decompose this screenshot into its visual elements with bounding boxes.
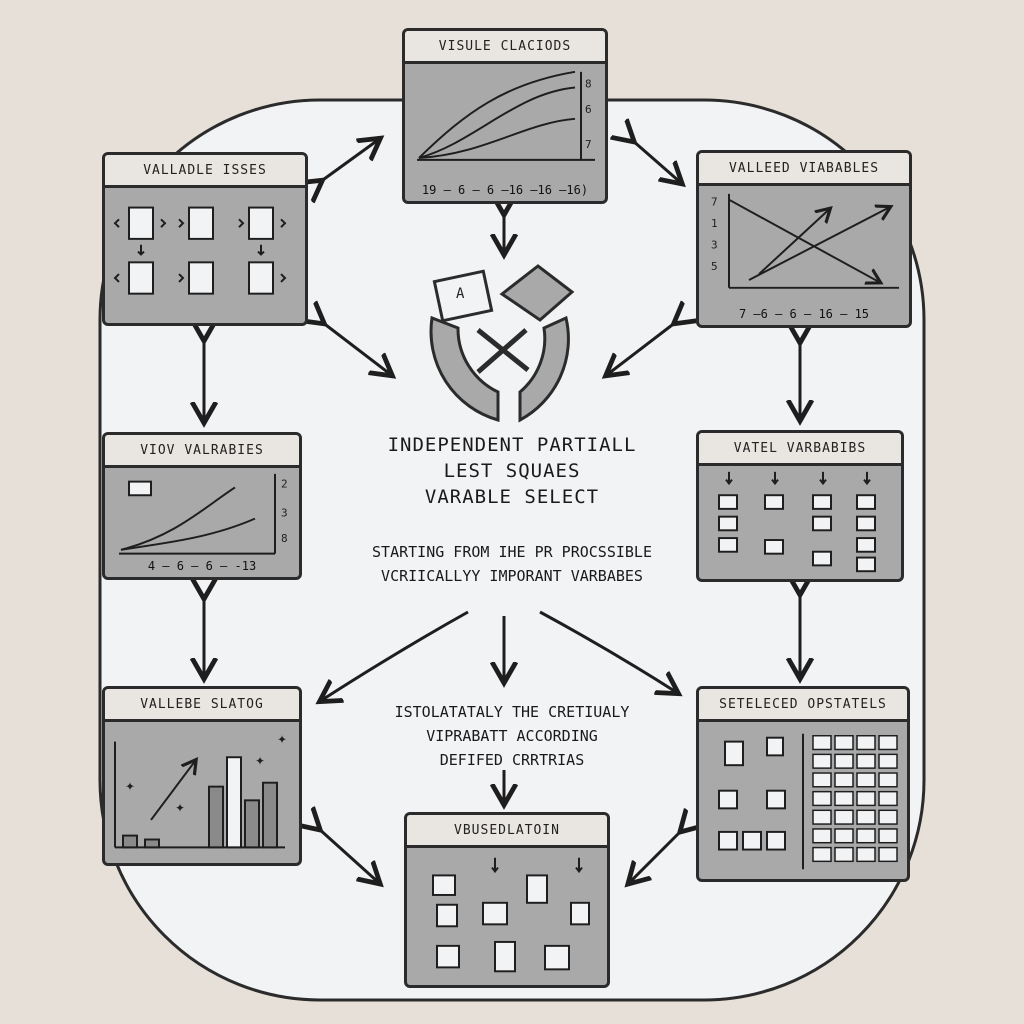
center-cycle-icon xyxy=(429,264,575,423)
table-cell xyxy=(812,790,832,807)
panel-mid-right-grid xyxy=(718,471,876,573)
isolate-text: ISTOLATATALY THE CRETIUALY VIPRABATT ACC… xyxy=(300,700,724,772)
table-cell xyxy=(834,772,854,788)
panel-bottom-cubes xyxy=(432,857,590,973)
table-cell xyxy=(812,772,832,788)
table-cell xyxy=(878,753,898,769)
center-card xyxy=(432,269,494,323)
table-cell xyxy=(856,753,876,769)
isolate-line: ISTOLATATALY THE CRETIUALY xyxy=(394,703,630,721)
panel-mid-left-ticks: 4 — 6 — 6 — -13 xyxy=(147,559,257,573)
table-cell xyxy=(812,735,832,751)
panel-mid-right-title: VATEL VARBABIBS xyxy=(699,433,901,466)
panel-upper-left-title: VALLADLE ISSES xyxy=(105,155,305,188)
table-cell xyxy=(856,735,876,751)
table-cell xyxy=(878,735,898,751)
svg-text:8: 8 xyxy=(585,78,592,91)
panel-upper-left-grid xyxy=(113,206,287,295)
main-title-line: LEST SQUAES xyxy=(443,460,581,482)
panel-top-ticks: 19 — 6 — 6 —16 —16 —16) xyxy=(421,183,589,197)
table-cell xyxy=(812,828,832,844)
table-cell xyxy=(878,828,898,844)
table-cell xyxy=(878,846,898,863)
subtitle-line: STARTING FROM IHE PR PROCSSIBLE xyxy=(372,543,652,561)
svg-text:✦: ✦ xyxy=(175,801,185,815)
table-cell xyxy=(834,753,854,769)
isolate-line: VIPRABATT ACCORDING xyxy=(426,727,598,745)
table-cell xyxy=(834,735,854,751)
table-cell xyxy=(834,790,854,807)
svg-text:3: 3 xyxy=(281,507,288,520)
svg-text:8: 8 xyxy=(281,532,288,545)
table-cell xyxy=(856,828,876,844)
center-card-letter: A xyxy=(456,286,465,302)
main-title-line: INDEPENDENT PARTIALL xyxy=(387,434,637,456)
panel-lower-left-title: VALLEBE SLATOG xyxy=(105,689,299,722)
table-cell xyxy=(834,846,854,863)
panel-lower-right-grid xyxy=(718,733,898,870)
svg-text:5: 5 xyxy=(711,260,718,273)
svg-text:✦: ✦ xyxy=(255,754,265,768)
panel-top-chart: 8 6 7 xyxy=(417,70,595,161)
panel-lower-left-chart: ✦ ✦ ✦ ✦ xyxy=(114,733,287,849)
svg-text:✦: ✦ xyxy=(277,733,287,747)
arrow-top-right xyxy=(632,140,680,182)
table-cell xyxy=(878,790,898,807)
cycle-arrows xyxy=(204,140,800,882)
subtitle-line: VCRIICALLYY IMPORANT VARBABES xyxy=(381,567,643,585)
panel-mid-left: VIOV VALRABIES 2 3 8 4 — 6 — 6 — -13 xyxy=(102,432,302,580)
svg-text:3: 3 xyxy=(711,239,718,252)
panel-lower-left: VALLEBE SLATOG ✦ ✦ ✦ ✦ xyxy=(102,686,302,866)
panel-bottom: VBUSEDLATOIN xyxy=(404,812,610,988)
panel-mid-left-chart: 2 3 8 xyxy=(119,473,288,555)
isolate-line: DEFIFED CRRTRIAS xyxy=(439,751,585,769)
main-title: INDEPENDENT PARTIALL LEST SQUAES VARABLE… xyxy=(300,432,724,510)
svg-text:1: 1 xyxy=(711,217,718,230)
arrow-center-right xyxy=(608,322,676,374)
table-cell xyxy=(856,809,876,825)
panel-lower-right-table xyxy=(812,735,898,863)
svg-text:6: 6 xyxy=(585,103,592,116)
panel-upper-right-title: VALLEED VIABABLES xyxy=(699,153,909,186)
arrow-bottom-left xyxy=(318,828,378,882)
panel-top: VISULE CLACIODS 8 6 7 19 — 6 — 6 —16 —16 —… xyxy=(402,28,608,204)
arrow-center-left xyxy=(322,322,390,374)
svg-text:✦: ✦ xyxy=(125,780,135,794)
arrow-top-left xyxy=(320,140,378,182)
panel-upper-right-ticks: 7 —6 — 6 — 16 — 15 xyxy=(738,307,870,321)
table-cell xyxy=(856,846,876,863)
table-cell xyxy=(812,846,832,863)
svg-text:2: 2 xyxy=(281,478,288,491)
table-cell xyxy=(812,809,832,825)
panel-mid-right: VATEL VARBABIBS xyxy=(696,430,904,582)
table-cell xyxy=(834,809,854,825)
svg-text:7: 7 xyxy=(585,138,592,151)
table-cell xyxy=(812,753,832,769)
table-cell xyxy=(878,809,898,825)
panel-lower-right-title: SETELECED OPSTATELS xyxy=(699,689,907,722)
panel-top-title: VISULE CLACIODS xyxy=(405,31,605,64)
table-cell xyxy=(834,828,854,844)
panel-mid-left-title: VIOV VALRABIES xyxy=(105,435,299,468)
arrow-down-right xyxy=(539,610,676,692)
table-cell xyxy=(878,772,898,788)
panel-bottom-title: VBUSEDLATOIN xyxy=(407,815,607,848)
table-cell xyxy=(856,790,876,807)
panel-upper-right-chart: 7 1 3 5 xyxy=(711,193,899,289)
table-cell xyxy=(856,772,876,788)
panel-lower-right: SETELECED OPSTATELS xyxy=(696,686,910,882)
arrow-down-left xyxy=(322,610,469,700)
svg-text:7: 7 xyxy=(711,196,718,209)
panel-upper-right: VALLEED VIABABLES 7 1 3 5 7 —6 — 6 — 16 — 1… xyxy=(696,150,912,328)
subtitle: STARTING FROM IHE PR PROCSSIBLE VCRIICAL… xyxy=(300,540,724,588)
panel-upper-left: VALLADLE ISSES xyxy=(102,152,308,326)
arrow-bottom-right xyxy=(630,830,682,882)
main-title-line: VARABLE SELECT xyxy=(424,486,600,508)
